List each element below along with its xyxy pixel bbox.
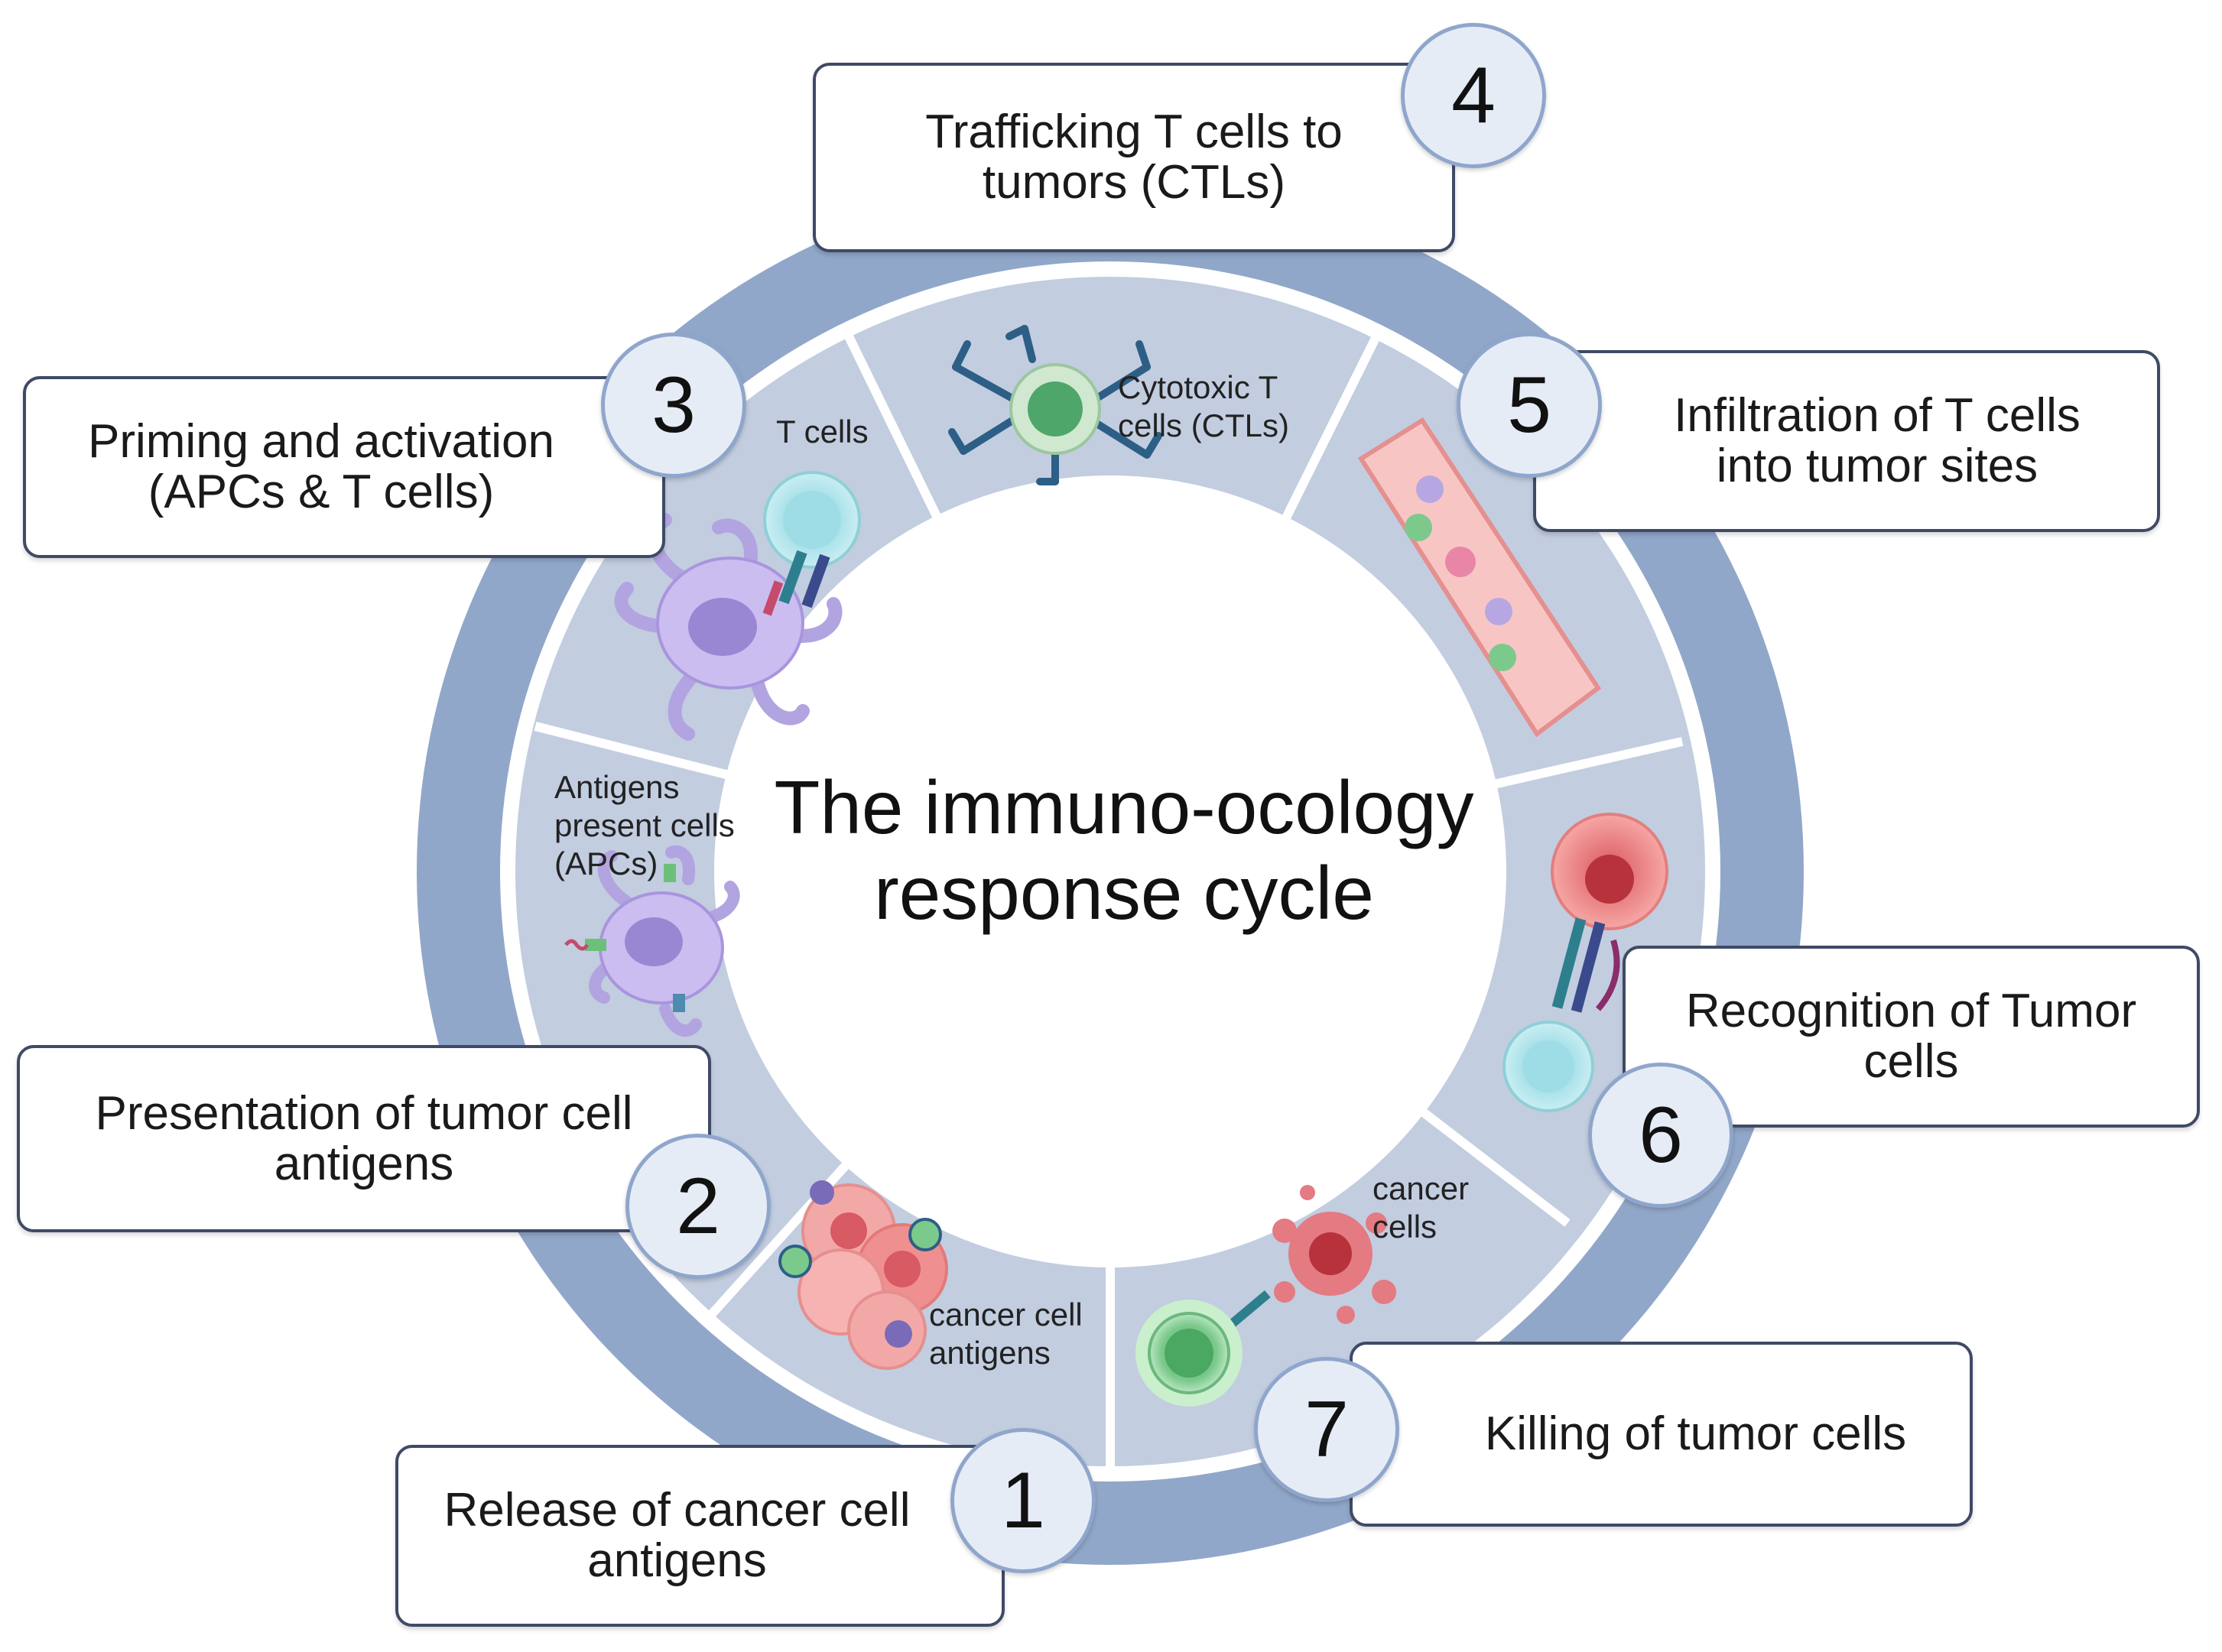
step-2-line-1: Presentation of tumor cell bbox=[95, 1086, 633, 1140]
step-7-badge: 7 bbox=[1254, 1357, 1399, 1502]
step-2-box: Presentation of tumor cell antigens bbox=[17, 1045, 711, 1232]
step-4-box: Trafficking T cells to tumors (CTLs) bbox=[813, 63, 1455, 252]
step-7-line-1: Killing of tumor cells bbox=[1484, 1407, 1907, 1460]
cancer-cells-label-line-2: cells bbox=[1373, 1209, 1437, 1245]
step-6-line-2: cells bbox=[1863, 1035, 1959, 1088]
apc-icon bbox=[564, 845, 740, 1037]
step-4-line-1: Trafficking T cells to bbox=[925, 105, 1343, 158]
title-line-1: The immuno-ocology bbox=[774, 765, 1474, 849]
t-cell-icon bbox=[762, 471, 861, 616]
step-3-line-1: Priming and activation bbox=[88, 415, 554, 468]
apc-label-line-3: (APCs) bbox=[554, 845, 658, 881]
apc-label-line-2: present cells bbox=[554, 807, 735, 843]
cancer-cells-label-line-1: cancer bbox=[1373, 1170, 1470, 1206]
step-1-line-2: antigens bbox=[587, 1534, 767, 1587]
step-7-box: Killing of tumor cells bbox=[1350, 1342, 1973, 1527]
antigens-label-line-2: antigens bbox=[929, 1335, 1051, 1371]
apc-label-line-1: Antigens bbox=[554, 769, 680, 805]
step-4-badge: 4 bbox=[1401, 23, 1546, 168]
dendritic-cell-icon bbox=[614, 513, 843, 741]
antigens-label: cancer cell antigens bbox=[929, 1296, 1083, 1372]
step-3-badge: 3 bbox=[601, 333, 746, 478]
antigens-label-line-1: cancer cell bbox=[929, 1297, 1083, 1332]
cancer-cells-label: cancer cells bbox=[1373, 1170, 1469, 1246]
step-5-badge: 5 bbox=[1457, 333, 1602, 478]
step-1-box: Release of cancer cell antigens bbox=[395, 1445, 1005, 1627]
diagram-title: The immuno-ocology response cycle bbox=[726, 764, 1522, 936]
apc-label: Antigens present cells (APCs) bbox=[554, 768, 735, 883]
step-6-badge: 6 bbox=[1588, 1063, 1733, 1208]
step-3-box: Priming and activation (APCs & T cells) bbox=[23, 376, 665, 558]
blood-vessel-icon bbox=[1357, 417, 1602, 738]
step-2-line-2: antigens bbox=[274, 1137, 454, 1190]
title-line-2: response cycle bbox=[874, 851, 1374, 935]
step-1-line-1: Release of cancer cell bbox=[443, 1484, 911, 1537]
step-6-box: Recognition of Tumor cells bbox=[1623, 946, 2200, 1128]
step-4-line-2: tumors (CTLs) bbox=[982, 156, 1286, 209]
step-2-badge: 2 bbox=[625, 1134, 771, 1279]
step-5-box: Infiltration of T cells into tumor sites bbox=[1533, 350, 2160, 532]
step-1-badge: 1 bbox=[950, 1428, 1096, 1573]
step-5-line-2: into tumor sites bbox=[1716, 440, 2038, 492]
t-cells-label: T cells bbox=[776, 414, 869, 450]
dying-cancer-cell-icon bbox=[1135, 1185, 1396, 1407]
ctl-label-line-1: Cytotoxic T bbox=[1118, 369, 1278, 405]
step-6-line-1: Recognition of Tumor bbox=[1685, 985, 2137, 1037]
ctl-label: Cytotoxic T cells (CTLs) bbox=[1118, 368, 1289, 445]
step-5-line-1: Infiltration of T cells bbox=[1674, 389, 2081, 442]
ctl-label-line-2: cells (CTLs) bbox=[1118, 407, 1290, 443]
step-3-line-2: (APCs & T cells) bbox=[148, 466, 495, 518]
center-disk bbox=[714, 475, 1506, 1267]
cytotoxic-t-cell-icon bbox=[948, 325, 1162, 485]
antigen-cluster-icon bbox=[778, 1180, 948, 1370]
tumor-cell-icon bbox=[1502, 813, 1668, 1112]
